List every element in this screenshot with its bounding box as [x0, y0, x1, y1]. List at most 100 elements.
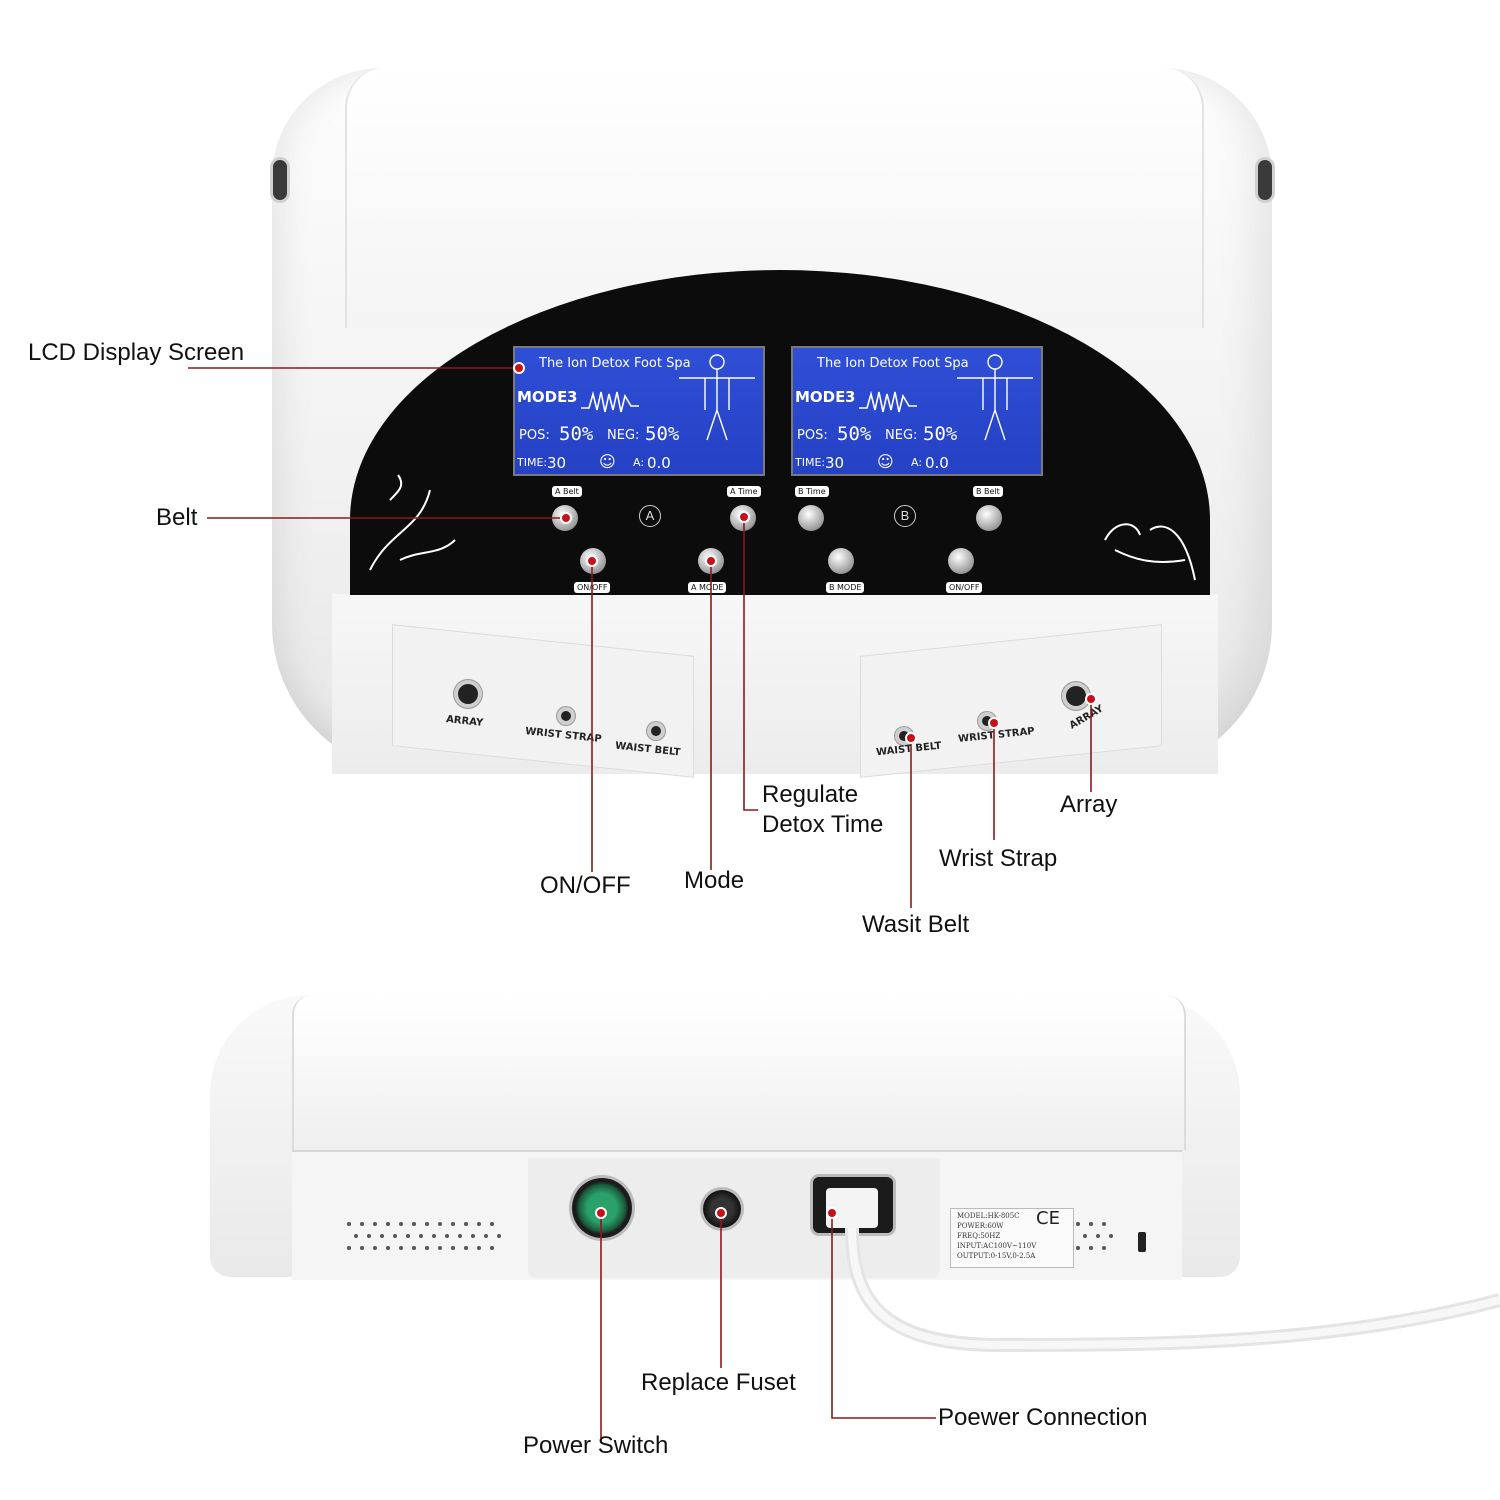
spec-line-model: MODEL:HK-805C [957, 1212, 1020, 1220]
channel-b-badge: B [894, 505, 916, 527]
right-waist-belt-jack[interactable] [899, 731, 909, 741]
callout-regulate: Regulate [762, 781, 859, 808]
vent-hole [431, 1234, 436, 1238]
callout-lcd-display-screen: LCD Display Screen [28, 339, 245, 366]
marker-power-connection [826, 1207, 838, 1219]
lcd-pos-label: POS: [797, 428, 828, 443]
tag-a-belt: A Belt [552, 486, 582, 497]
lcd-pos-value: 50% [837, 423, 872, 445]
vent-hole [477, 1246, 481, 1250]
smiley-icon: ☺ [599, 452, 616, 471]
vent-hole [464, 1222, 468, 1226]
vent-hole [451, 1222, 455, 1226]
vent-hole [425, 1246, 429, 1250]
right-wrist-strap-jack[interactable] [982, 716, 992, 726]
human-figure-icon [679, 354, 755, 441]
vent-hole [477, 1222, 481, 1226]
lcd-neg-label: NEG: [885, 428, 918, 443]
vent-hole [392, 1234, 397, 1238]
right-array-jack[interactable] [1066, 686, 1086, 706]
tag-b-belt: B Belt [973, 486, 1003, 497]
channel-a-badge: A [639, 505, 661, 527]
left-wrist-strap-jack[interactable] [561, 711, 571, 721]
ce-mark: CE [1036, 1208, 1060, 1229]
marker-belt [560, 512, 572, 524]
lcd-time-value: 30 [825, 454, 845, 472]
flourish-left-icon [369, 474, 456, 571]
marker-on-off [586, 555, 598, 567]
vent-hole [470, 1234, 475, 1238]
vent-hole [1082, 1234, 1087, 1238]
callout-waist-belt: Wasit Belt [862, 911, 970, 938]
vent-hole [438, 1246, 442, 1250]
vent-hole [386, 1246, 390, 1250]
spec-line-output: OUTPUT:0-15V,0-2.5A [957, 1252, 1036, 1260]
leader-power-connection [831, 1213, 936, 1419]
lcd-screen-a: The Ion Detox Foot Spa MODE 3 POS: 50% N… [513, 346, 765, 476]
lcd-mode-label: MODE [517, 388, 568, 406]
vent-hole [444, 1234, 449, 1238]
waveform-icon [859, 390, 917, 413]
spec-line-input: INPUT:AC100V~110V [957, 1242, 1037, 1250]
left-waist-belt-jack[interactable] [651, 726, 661, 736]
vent-hole [1102, 1222, 1106, 1226]
tag-b-mode: B MODE [826, 582, 865, 593]
vent-hole [399, 1246, 403, 1250]
lcd-amp-label: A: [911, 456, 923, 469]
vent-hole [386, 1222, 390, 1226]
vent-hole [412, 1222, 416, 1226]
spec-line-power: POWER:60W [957, 1222, 1004, 1230]
b-mode-button[interactable] [828, 548, 854, 574]
lcd-mode-value: 3 [567, 388, 578, 406]
leader-regulate [743, 517, 758, 811]
tag-a-time: A Time [727, 486, 761, 497]
callout-belt: Belt [156, 504, 198, 531]
b-on-off-button[interactable] [948, 548, 974, 574]
vent-hole [490, 1246, 494, 1250]
lcd-time-label: TIME: [795, 456, 826, 469]
vent-hole [490, 1222, 494, 1226]
vent-hole [1089, 1246, 1093, 1250]
vent-hole [353, 1234, 358, 1238]
callout-wrist-strap: Wrist Strap [939, 845, 1058, 872]
lcd-time-label: TIME: [517, 456, 548, 469]
callout-replace-fuse: Replace Fuset [641, 1369, 796, 1396]
lcd-title: The Ion Detox Foot Spa [817, 356, 969, 371]
left-vent-hole [273, 160, 287, 200]
vent-hole [399, 1222, 403, 1226]
rear-unit-top [292, 995, 1186, 1150]
vent-hole [405, 1234, 410, 1238]
vent-hole [1102, 1246, 1106, 1250]
b-time-knob[interactable] [798, 505, 824, 531]
human-figure-icon [957, 354, 1033, 441]
smiley-icon: ☺ [877, 452, 894, 471]
tag-b-on-off: ON/OFF [946, 582, 983, 593]
vent-hole [379, 1234, 384, 1238]
vent-hole [451, 1246, 455, 1250]
vent-hole [425, 1222, 429, 1226]
b-belt-knob[interactable] [976, 505, 1002, 531]
lcd-amp-value: 0.0 [925, 454, 949, 472]
lcd-neg-value: 50% [923, 423, 958, 445]
marker-power-switch [595, 1207, 607, 1219]
vent-hole [366, 1234, 371, 1238]
lcd-pos-value: 50% [559, 423, 594, 445]
vent-hole [412, 1246, 416, 1250]
waveform-icon [581, 390, 639, 413]
left-array-jack[interactable] [458, 684, 478, 704]
vent-hole [457, 1234, 462, 1238]
vent-hole [373, 1222, 377, 1226]
lcd-neg-label: NEG: [607, 428, 640, 443]
vent-hole [418, 1234, 423, 1238]
lcd-screen-b: The Ion Detox Foot Spa MODE 3 POS: 50% N… [791, 346, 1043, 476]
callout-mode: Mode [684, 867, 745, 894]
right-vent-hole [1258, 160, 1272, 200]
vent-hole [483, 1234, 488, 1238]
tag-b-time: B Time [795, 486, 829, 497]
lock-slot-icon [1138, 1232, 1146, 1252]
callout-power-connection: Poewer Connection [938, 1404, 1148, 1431]
vent-hole [360, 1222, 364, 1226]
